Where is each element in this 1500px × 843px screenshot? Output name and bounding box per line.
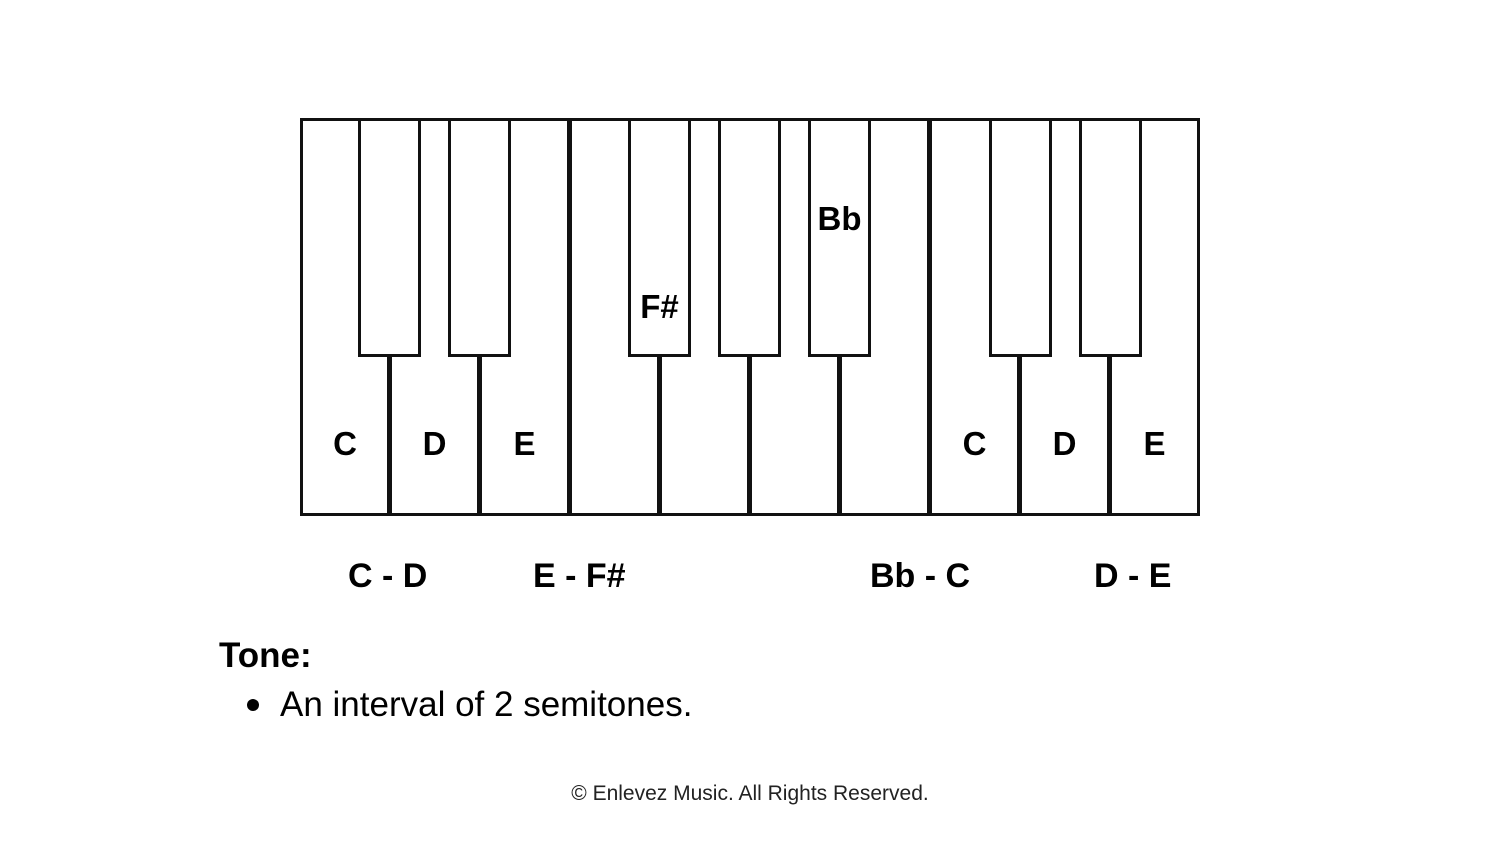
- black-key-f-sharp: F#: [628, 118, 691, 357]
- key-label: D: [1052, 425, 1077, 462]
- interval-label: Bb - C: [870, 557, 971, 595]
- definition-bullet: An interval of 2 semitones.: [247, 683, 692, 727]
- copyright-footer: © Enlevez Music. All Rights Reserved.: [571, 782, 929, 805]
- interval-label: E - F#: [533, 557, 626, 595]
- interval-label: D - E: [1094, 557, 1172, 595]
- bullet-text: An interval of 2 semitones.: [280, 685, 693, 724]
- interval-label: C - D: [348, 557, 428, 595]
- black-key-d-sharp-2: [1079, 118, 1142, 357]
- key-label: E: [1143, 425, 1166, 462]
- key-label: D: [422, 425, 447, 462]
- bullet-icon: [247, 699, 259, 711]
- key-label: E: [513, 425, 536, 462]
- key-label: F#: [640, 288, 679, 325]
- key-label: Bb: [817, 200, 862, 237]
- piano-keyboard: C D E C D E F# Bb: [300, 118, 1200, 516]
- black-key-c-sharp-2: [989, 118, 1052, 357]
- key-label: C: [962, 425, 987, 462]
- black-key-b-flat: Bb: [808, 118, 871, 357]
- definition-heading: Tone:: [219, 636, 312, 675]
- key-label: C: [333, 425, 357, 462]
- black-key-d-sharp: [448, 118, 511, 357]
- black-key-c-sharp: [358, 118, 421, 357]
- black-key-g-sharp: [718, 118, 781, 357]
